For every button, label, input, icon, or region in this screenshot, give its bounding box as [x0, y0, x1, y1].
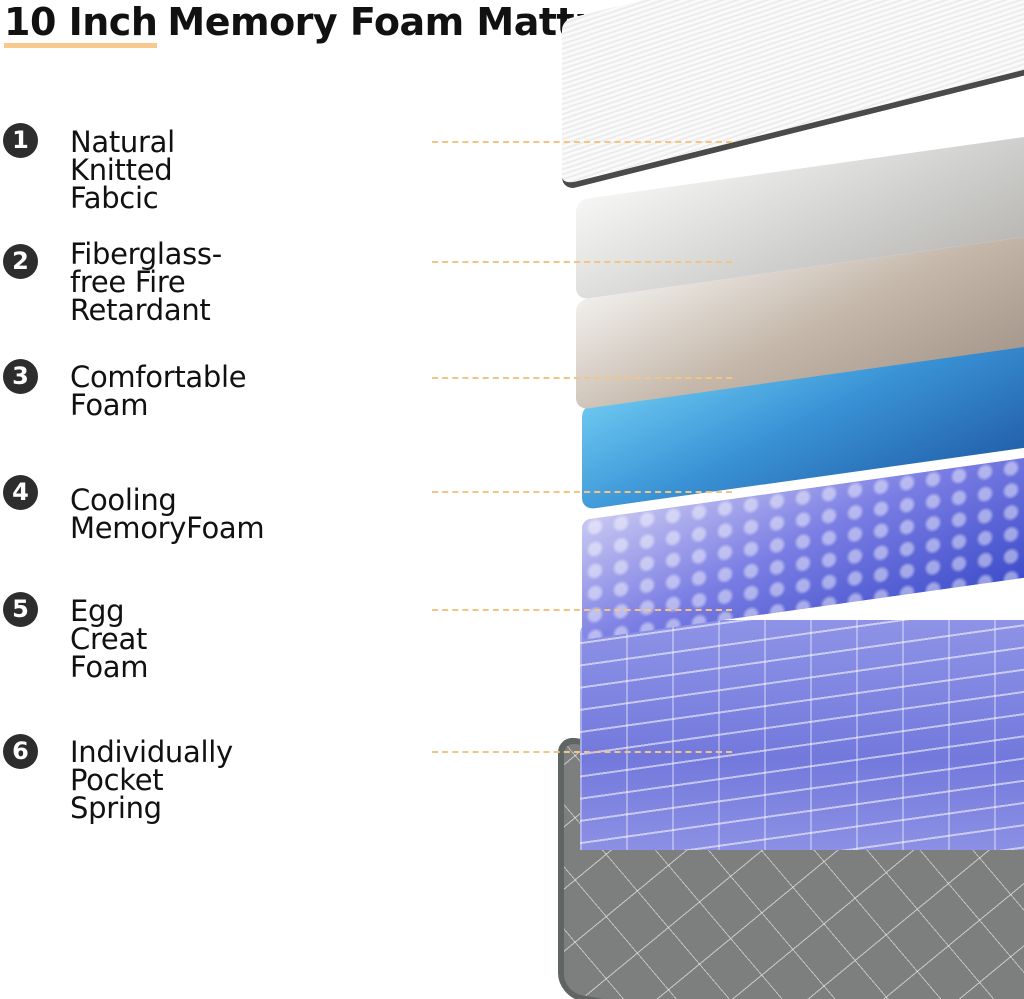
leader-line-2: [432, 261, 732, 263]
feature-label: Natural Knitted Fabcic: [70, 125, 175, 215]
feature-label: Fiberglass-free Fire Retardant: [70, 237, 222, 327]
mattress-layers-illustration: [540, 0, 1024, 999]
number-badge-4-icon: 4: [3, 475, 38, 510]
title-emphasis: 10 Inch: [4, 0, 158, 48]
feature-label: Egg Creat Foam: [70, 594, 149, 684]
feature-label: Comfortable Foam: [70, 360, 247, 422]
leader-line-6: [432, 751, 732, 753]
feature-label: Cooling MemoryFoam: [70, 483, 265, 545]
number-badge-5-icon: 5: [3, 592, 38, 627]
number-badge-6-icon: 6: [3, 734, 38, 769]
leader-line-1: [432, 141, 732, 143]
leader-line-5: [432, 609, 732, 611]
leader-line-3: [432, 377, 732, 379]
leader-line-4: [432, 491, 732, 493]
number-badge-1-icon: 1: [3, 123, 38, 158]
pocket-springs-layer: [580, 620, 1024, 850]
number-badge-3-icon: 3: [3, 359, 38, 394]
number-badge-2-icon: 2: [3, 244, 38, 279]
feature-label: Individually Pocket Spring: [70, 735, 233, 825]
